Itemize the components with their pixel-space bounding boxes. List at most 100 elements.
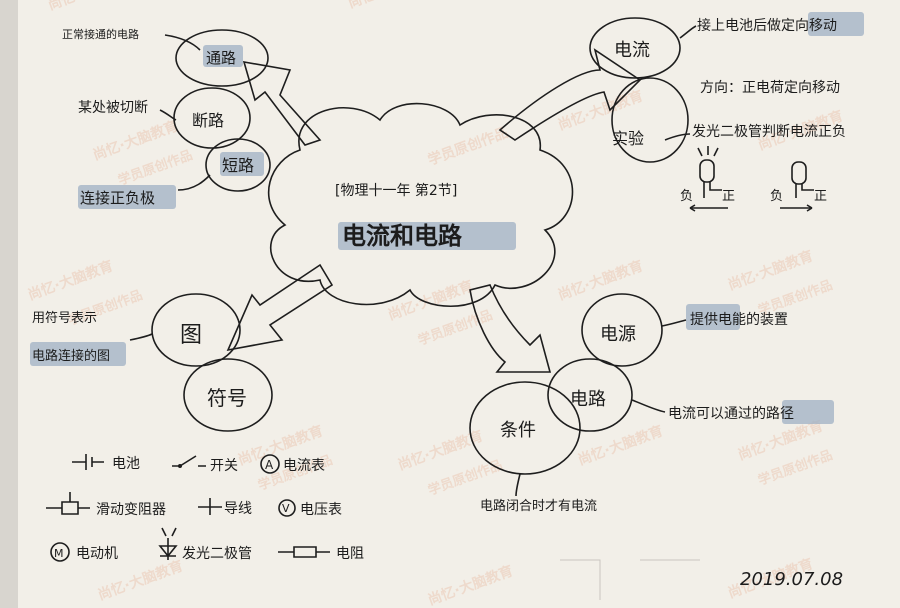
experiment-connector bbox=[664, 133, 691, 141]
node-source: 电源 bbox=[600, 324, 636, 345]
dianliu-def-connector bbox=[679, 25, 697, 39]
circuit-connector bbox=[631, 399, 666, 413]
tonglu-desc: 正常接通的电路 bbox=[62, 27, 139, 41]
center-cloud bbox=[267, 102, 574, 307]
faint-background-sketch bbox=[560, 559, 700, 600]
ammeter-symbol: A 电流表 bbox=[260, 454, 325, 474]
symbol-label-led: 发光二极管 bbox=[182, 546, 252, 562]
symbol-label-resistor: 电阻 bbox=[336, 546, 364, 562]
watermark-brand: 尚忆·大脑教育 bbox=[426, 562, 516, 608]
center-title: 电流和电路 bbox=[342, 222, 463, 250]
tonglu-highlight bbox=[203, 45, 243, 67]
node-fuhao-bubble bbox=[183, 358, 273, 432]
node-duanlu2-bubble bbox=[205, 138, 271, 192]
node-dianliu: 电流 bbox=[614, 40, 650, 61]
node-dianliu-bubble bbox=[589, 17, 681, 79]
node-circuit: 电路 bbox=[570, 389, 606, 410]
led2-neg: 负 bbox=[770, 189, 783, 204]
motor-glyph: M bbox=[54, 547, 64, 560]
tonglu-connector bbox=[164, 34, 201, 51]
symbol-label-ammeter: 电流表 bbox=[283, 458, 325, 474]
watermark-brand: 尚忆·大脑教育 bbox=[346, 0, 436, 12]
voltmeter-symbol: V 电压表 bbox=[278, 499, 342, 518]
ammeter-glyph: A bbox=[265, 458, 274, 472]
circuit-desc: 电流可以通过的路径 bbox=[668, 406, 794, 422]
watermark-brand: 尚忆·大脑教育 bbox=[576, 422, 666, 469]
led1-pos: 正 bbox=[722, 189, 735, 204]
node-fuhao: 符号 bbox=[207, 386, 247, 410]
watermark-brand: 尚忆·大脑教育 bbox=[556, 257, 646, 304]
node-experiment-bubble bbox=[611, 77, 689, 163]
tu-connector bbox=[129, 333, 153, 341]
watermark-sub: 学员原创作品 bbox=[426, 124, 511, 169]
tu-desc-line2: 电路连接的图 bbox=[32, 348, 110, 364]
condition-desc: 电路闭合时才有电流 bbox=[480, 498, 597, 514]
led-symbol: 发光二极管 bbox=[158, 527, 252, 562]
arrow-to-lu bbox=[242, 60, 322, 146]
center-subtitle: [物理十一年 第2节] bbox=[335, 182, 457, 199]
watermark-brand: 尚忆·大脑教育 bbox=[556, 87, 646, 134]
watermark-sub: 学员原创作品 bbox=[116, 147, 195, 189]
date-signature: 2019.07.08 bbox=[740, 569, 843, 590]
symbol-label-voltmeter: 电压表 bbox=[300, 502, 342, 518]
watermark-sub: 学员原创作品 bbox=[416, 307, 495, 349]
center-title-highlight bbox=[338, 222, 516, 250]
rheostat-symbol: 滑动变阻器 bbox=[46, 492, 166, 518]
switch-symbol: 开关 bbox=[172, 455, 238, 474]
dianliu-def: 接上电池后做定向移动 bbox=[697, 17, 837, 34]
node-condition: 条件 bbox=[500, 420, 536, 441]
node-condition-bubble bbox=[469, 381, 581, 475]
watermark-brand: 尚忆·大脑教育 bbox=[26, 257, 116, 304]
tu-desc-line1: 用符号表示 bbox=[32, 310, 97, 326]
source-desc: 提供电能的装置 bbox=[690, 312, 788, 328]
duanlu2-connector bbox=[177, 174, 211, 191]
paper-edge bbox=[0, 0, 18, 608]
led2-pos: 正 bbox=[814, 189, 827, 204]
led1-neg: 负 bbox=[680, 189, 693, 204]
wire-symbol: 导线 bbox=[198, 498, 252, 517]
watermark-brand: 尚忆·大脑教育 bbox=[726, 247, 816, 294]
condition-connector bbox=[515, 473, 521, 497]
experiment-desc: 发光二极管判断电流正负 bbox=[692, 124, 846, 140]
led-sketch-1: 负 正 bbox=[680, 146, 735, 212]
watermark-brand: 尚忆·大脑教育 bbox=[396, 427, 486, 474]
node-source-bubble bbox=[581, 293, 663, 367]
node-tonglu: 通路 bbox=[206, 49, 236, 67]
source-desc-highlight bbox=[686, 304, 740, 330]
watermark-brand: 尚忆·大脑教育 bbox=[96, 557, 186, 604]
dianliu-def-highlight bbox=[808, 12, 864, 36]
symbol-label-motor: 电动机 bbox=[76, 546, 118, 562]
node-tonglu-bubble bbox=[175, 29, 269, 87]
dianliu-direction: 方向：正电荷定向移动 bbox=[700, 80, 840, 96]
symbol-label-switch: 开关 bbox=[210, 458, 238, 474]
tu-desc-highlight bbox=[30, 342, 126, 366]
led-sketch-2: 负 正 bbox=[770, 161, 827, 212]
duanlu-connector bbox=[159, 109, 177, 121]
node-duanlu: 断路 bbox=[192, 111, 224, 130]
node-experiment: 实验 bbox=[612, 129, 644, 148]
duanlu2-desc: 连接正负极 bbox=[80, 189, 155, 207]
symbol-label-battery: 电池 bbox=[112, 456, 140, 472]
symbol-label-rheostat: 滑动变阻器 bbox=[96, 501, 166, 518]
node-duanlu2: 短路 bbox=[222, 156, 254, 175]
battery-symbol: 电池 bbox=[72, 454, 140, 472]
arrow-to-dianliu bbox=[498, 48, 642, 141]
duanlu2-highlight bbox=[220, 152, 264, 176]
watermark-sub: 学员原创作品 bbox=[426, 457, 505, 499]
node-tu-bubble bbox=[151, 293, 241, 367]
resistor-symbol: 电阻 bbox=[278, 546, 364, 562]
node-tu: 图 bbox=[180, 323, 202, 348]
duanlu2-desc-highlight bbox=[78, 185, 176, 209]
source-connector bbox=[661, 319, 687, 327]
node-circuit-bubble bbox=[547, 358, 633, 432]
motor-symbol: M 电动机 bbox=[50, 542, 118, 562]
arrow-to-dianlu bbox=[469, 284, 552, 373]
arrow-to-tu bbox=[226, 263, 334, 352]
symbol-legend: 电池 开关 A 电流表 滑动变阻器 导线 V 电压表 M 电动机 bbox=[46, 454, 364, 562]
watermark-brand: 尚忆·大脑教育 bbox=[46, 0, 136, 14]
duanlu-desc: 某处被切断 bbox=[78, 100, 148, 116]
symbol-label-wire: 导线 bbox=[224, 501, 252, 517]
watermark-brand: 尚忆·大脑教育 bbox=[386, 277, 476, 324]
